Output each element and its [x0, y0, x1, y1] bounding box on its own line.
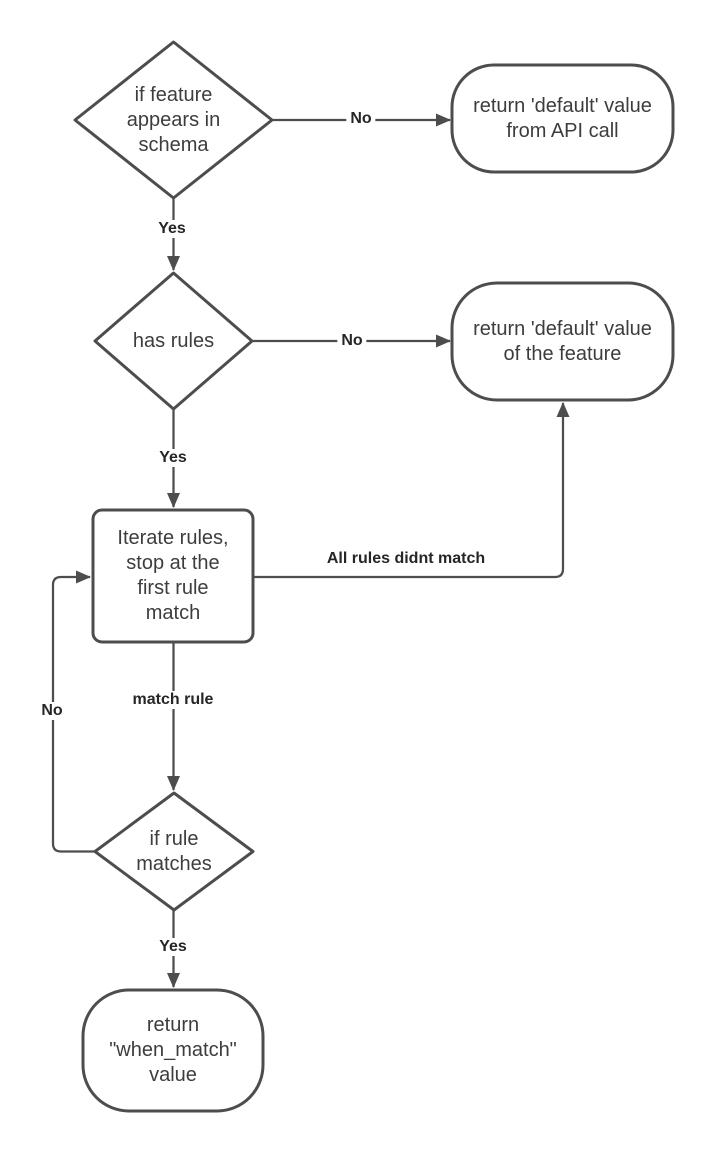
edge-all-rules-didnt-match [253, 402, 570, 579]
terminator-return-default-feature-shape [450, 281, 675, 402]
decision-feature-in-schema-shape [73, 40, 274, 200]
edge-no-loop-to-iterate-rules [51, 570, 95, 853]
decision-rule-matches-shape [93, 791, 255, 912]
terminator-return-when-match-shape [81, 988, 265, 1113]
decision-has-rules-shape [93, 271, 254, 411]
process-iterate-rules-shape [91, 508, 255, 644]
terminator-return-default-api-shape [450, 63, 675, 174]
